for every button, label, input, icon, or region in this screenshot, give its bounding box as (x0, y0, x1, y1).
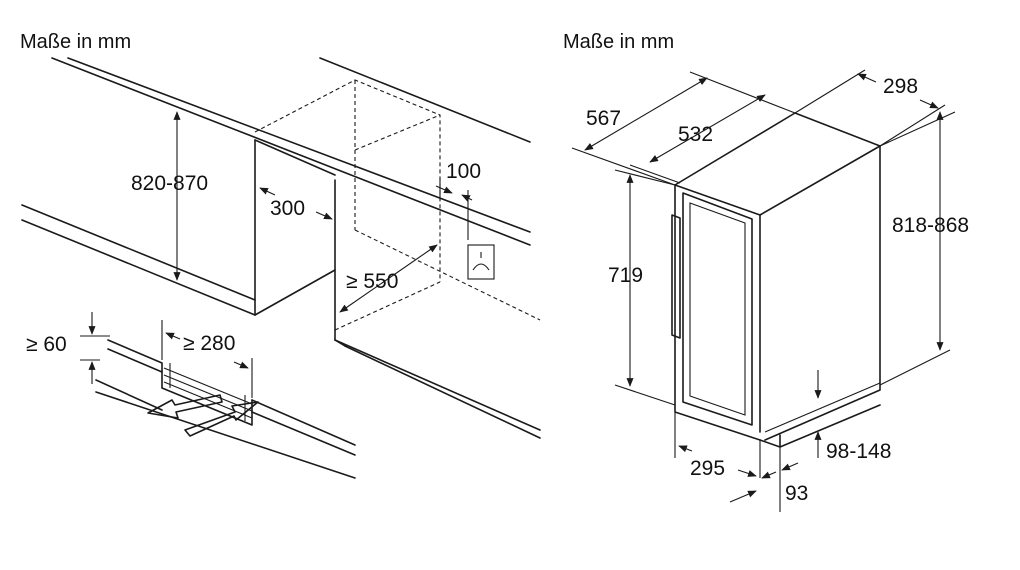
right-title: Maße in mm (563, 31, 674, 53)
dim-depth-532: 532 (649, 94, 766, 163)
label-98-148: 98-148 (826, 440, 891, 463)
left-title: Maße in mm (20, 31, 131, 53)
left-cabinet (21, 139, 336, 316)
dim-recess-93: 93 (729, 462, 808, 505)
door-glass (682, 192, 753, 426)
label-93: 93 (785, 482, 808, 505)
niche-diagram: Maße in mm (20, 31, 541, 479)
plinth-vent (95, 339, 356, 479)
dim-plinth-98-148: 98-148 (814, 370, 891, 463)
dim-width-298: 298 (857, 73, 939, 109)
appliance-diagram: Maße in mm (563, 31, 969, 512)
label-60: ≥ 60 (26, 333, 67, 356)
power-outlet-icon (467, 244, 495, 280)
label-298: 298 (883, 75, 918, 98)
label-280: ≥ 280 (183, 332, 235, 355)
dim-height-niche: 820-870 (131, 111, 208, 281)
dim-offset-100: 100 (435, 160, 481, 240)
dim-width-295: 295 (678, 445, 757, 480)
label-719: 719 (608, 264, 643, 287)
label-300: 300 (270, 197, 305, 220)
label-100: 100 (446, 160, 481, 183)
dim-height-818-868: 818-868 (892, 111, 969, 351)
appliance-body (674, 112, 881, 441)
appliance-plinth (759, 382, 881, 448)
dim-vent-width: ≥ 280 (161, 320, 253, 398)
dim-depth-550: ≥ 550 (339, 244, 438, 313)
dim-depth-567: 567 (584, 77, 708, 151)
label-818-868: 818-868 (892, 214, 969, 237)
label-295: 295 (690, 457, 725, 480)
label-567: 567 (586, 107, 621, 130)
dim-vent-height: ≥ 60 (26, 312, 110, 384)
door-handle (671, 214, 681, 339)
right-cabinet (334, 179, 541, 439)
dim-door-719: 719 (608, 174, 643, 387)
label-550: ≥ 550 (346, 270, 398, 293)
label-820-870: 820-870 (131, 172, 208, 195)
dim-depth-300: 300 (259, 187, 333, 220)
label-532: 532 (678, 123, 713, 146)
countertop (51, 57, 531, 246)
